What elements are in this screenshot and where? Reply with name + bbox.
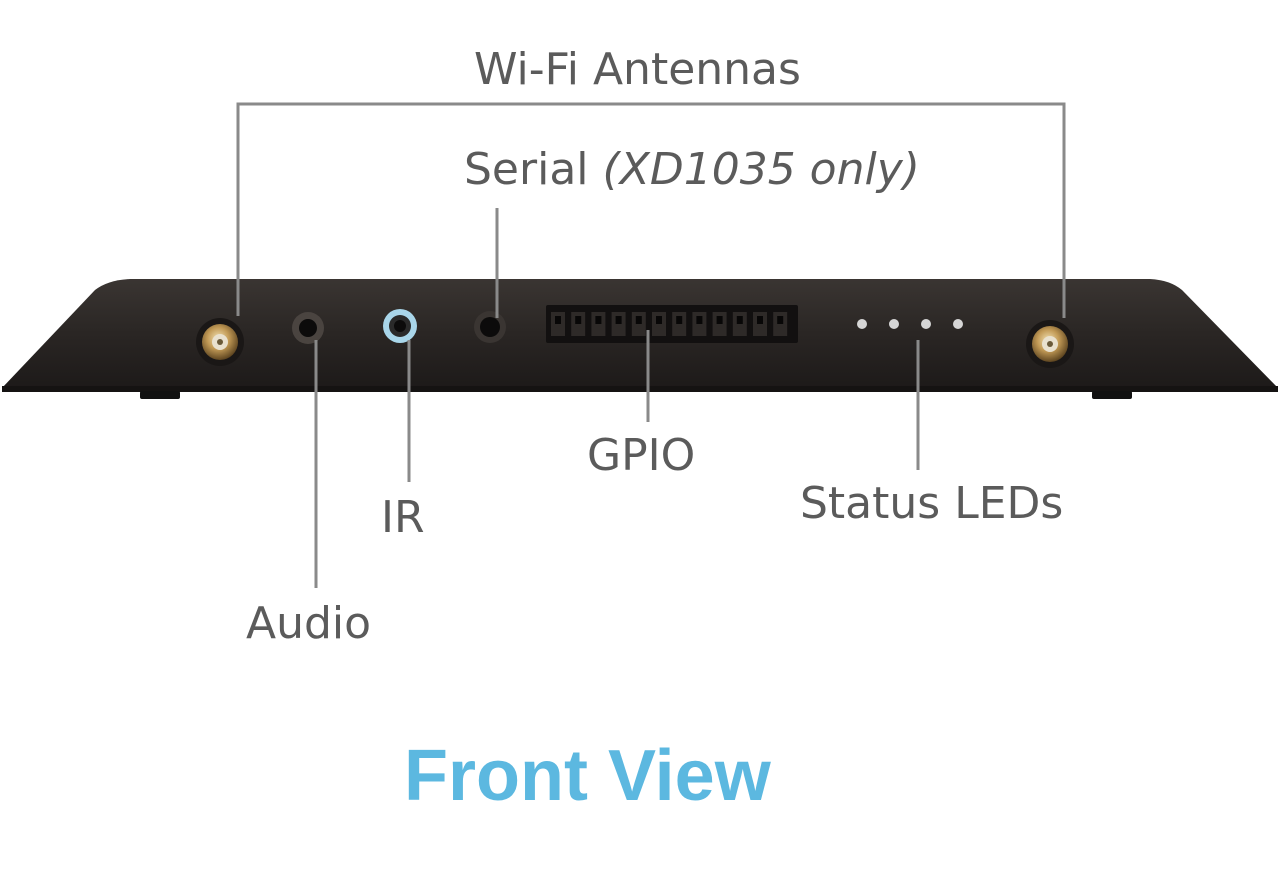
serial-jack bbox=[474, 311, 506, 343]
status-leds bbox=[857, 319, 963, 329]
gpio-terminal-slot bbox=[736, 316, 743, 324]
serial-label: Serial (XD1035 only) bbox=[464, 148, 920, 192]
gpio-terminal-slot bbox=[716, 316, 723, 324]
front-view-title: Front View bbox=[404, 736, 771, 816]
gpio-terminal-slot bbox=[595, 316, 602, 324]
audio-jack bbox=[292, 312, 324, 344]
gpio-terminal-slot bbox=[555, 316, 561, 324]
ir-jack bbox=[383, 309, 417, 343]
ir-label: IR bbox=[381, 492, 425, 543]
gpio-terminal-slot bbox=[676, 316, 683, 324]
device-foot bbox=[1092, 391, 1132, 399]
gpio-terminal-slot bbox=[777, 316, 784, 324]
antenna-connector-left bbox=[196, 318, 244, 366]
device-bottom-edge bbox=[2, 386, 1278, 392]
device-foot bbox=[140, 391, 180, 399]
gpio-terminal-slot bbox=[696, 316, 703, 324]
wifi-antennas-label: Wi-Fi Antennas bbox=[474, 44, 801, 95]
gpio-terminal-slot bbox=[656, 316, 662, 324]
gpio-terminal-slot bbox=[575, 316, 582, 324]
antenna-connector-right bbox=[1026, 320, 1074, 368]
serial-label-text: Serial bbox=[464, 144, 589, 195]
gpio-terminal-slot bbox=[615, 316, 622, 324]
gpio-terminal-slot bbox=[635, 316, 642, 324]
wifi-antennas-leader bbox=[236, 102, 1066, 318]
gpio-terminal-slot bbox=[757, 316, 763, 324]
status-leds-label: Status LEDs bbox=[800, 478, 1064, 529]
audio-label: Audio bbox=[246, 598, 372, 649]
gpio-terminal-block bbox=[546, 305, 798, 343]
gpio-label: GPIO bbox=[587, 430, 696, 481]
serial-label-note: (XD1035 only) bbox=[602, 144, 920, 195]
